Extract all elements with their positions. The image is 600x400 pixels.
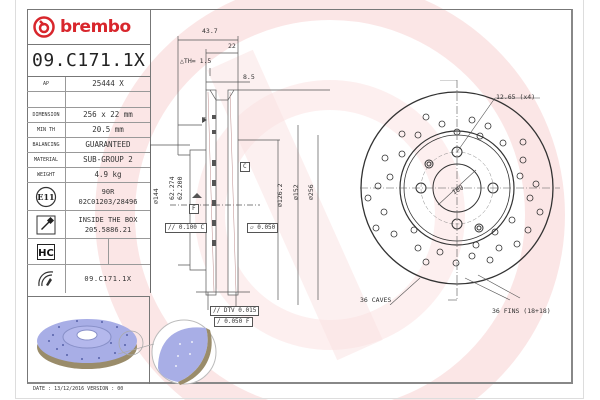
- fins-count: 36 FINS (18+18): [492, 307, 551, 315]
- dia-bore-min: 62.200: [176, 176, 184, 200]
- sheet-inner-border: [27, 9, 573, 384]
- front-view-drawing: [360, 80, 560, 305]
- dia-bore-max: 62.274: [168, 176, 176, 200]
- disc-3d-image: [37, 319, 144, 369]
- info-panel: brembo 09.C171.1X AP 25444 X DIMENSION 256…: [27, 9, 151, 293]
- final-part-number: 09.C171.1X: [84, 275, 132, 283]
- dim-th-tolerance: △TH= 1.5: [180, 57, 212, 65]
- svg-text:HC: HC: [38, 248, 54, 259]
- dim-overall-width: 43.7: [202, 27, 218, 35]
- disc-caliper-icon: [38, 271, 54, 287]
- bolt-hole-size: 12.65 (x4): [496, 93, 536, 101]
- spec-key: DIMENSION: [27, 108, 66, 122]
- tolerance-runout-f: / 0.050 F: [214, 317, 253, 327]
- tolerance-dtv: // DTV 0.015: [210, 306, 260, 316]
- dim-fin: 8.5: [243, 73, 255, 81]
- spec-key: [27, 92, 66, 107]
- svg-text:E11: E11: [37, 192, 54, 202]
- spec-key: MATERIAL: [27, 153, 66, 167]
- disc-detail-zoom: [151, 319, 217, 385]
- spec-value: 20.5 mm: [92, 125, 124, 134]
- part-number: 09.C171.1X: [27, 45, 150, 77]
- screw-part-number: 205.5886.21: [84, 225, 132, 234]
- spec-row-empty: [27, 92, 150, 108]
- spec-row-weight: WEIGHT 4.9 kg: [27, 168, 150, 183]
- spec-row-dimension: DIMENSION 256 x 22 mm: [27, 108, 150, 123]
- e11-mark-icon: E11: [35, 186, 57, 207]
- section-view-drawing: [150, 36, 330, 310]
- detail-leader-line: [118, 343, 155, 355]
- spec-key: WEIGHT: [27, 168, 66, 182]
- brembo-logo-icon: [33, 15, 55, 38]
- hc-icon: HC: [37, 243, 55, 260]
- spec-row-balancing: BALANCING GUARANTEED: [27, 138, 150, 153]
- sheet-outer-border: [15, 0, 584, 399]
- dia-152: ⌀152: [292, 184, 300, 200]
- disc-3d-render: [27, 296, 150, 384]
- spec-value: 256 x 22 mm: [83, 110, 133, 119]
- dia-126: ⌀126.2: [276, 183, 284, 207]
- dia-256: ⌀256: [307, 184, 315, 200]
- datum-f: F: [189, 204, 199, 214]
- approval-number: 02C01203/28496: [78, 197, 138, 206]
- tolerance-runout-c: // 0.100 C: [165, 223, 208, 233]
- screw-note: INSIDE THE BOX: [78, 215, 138, 224]
- brand-logo: brembo: [27, 9, 150, 45]
- spec-value: SUB-GROUP 2: [83, 155, 133, 164]
- dim-hat: 7: [202, 116, 206, 124]
- spec-key: MIN TH: [27, 123, 66, 137]
- spec-value: 25444 X: [92, 79, 124, 88]
- spec-value: [66, 92, 150, 107]
- hc-row: HC: [27, 238, 150, 265]
- date-version: DATE : 13/12/2016 VERSION : 00: [33, 386, 124, 392]
- spec-value: GUARANTEED: [85, 140, 131, 149]
- brand-name: brembo: [60, 16, 131, 37]
- spec-row-material: MATERIAL SUB-GROUP 2: [27, 153, 150, 168]
- spec-value: 4.9 kg: [94, 170, 122, 179]
- final-row: 09.C171.1X: [27, 265, 150, 293]
- caves-count: 36 CAVES: [360, 296, 392, 304]
- dia-144: ⌀144: [152, 188, 160, 204]
- screw-icon: [36, 215, 56, 234]
- spec-row-min-th: MIN TH 20.5 mm: [27, 123, 150, 138]
- approval-code: 90R: [101, 187, 115, 196]
- spec-key: BALANCING: [27, 138, 66, 152]
- datum-c: C: [240, 162, 250, 172]
- spec-key: AP: [27, 77, 66, 91]
- dim-thickness: 22: [228, 42, 236, 50]
- spec-row-ap: AP 25444 X: [27, 77, 150, 92]
- tolerance-flatness: ▱ 0.050: [247, 223, 279, 233]
